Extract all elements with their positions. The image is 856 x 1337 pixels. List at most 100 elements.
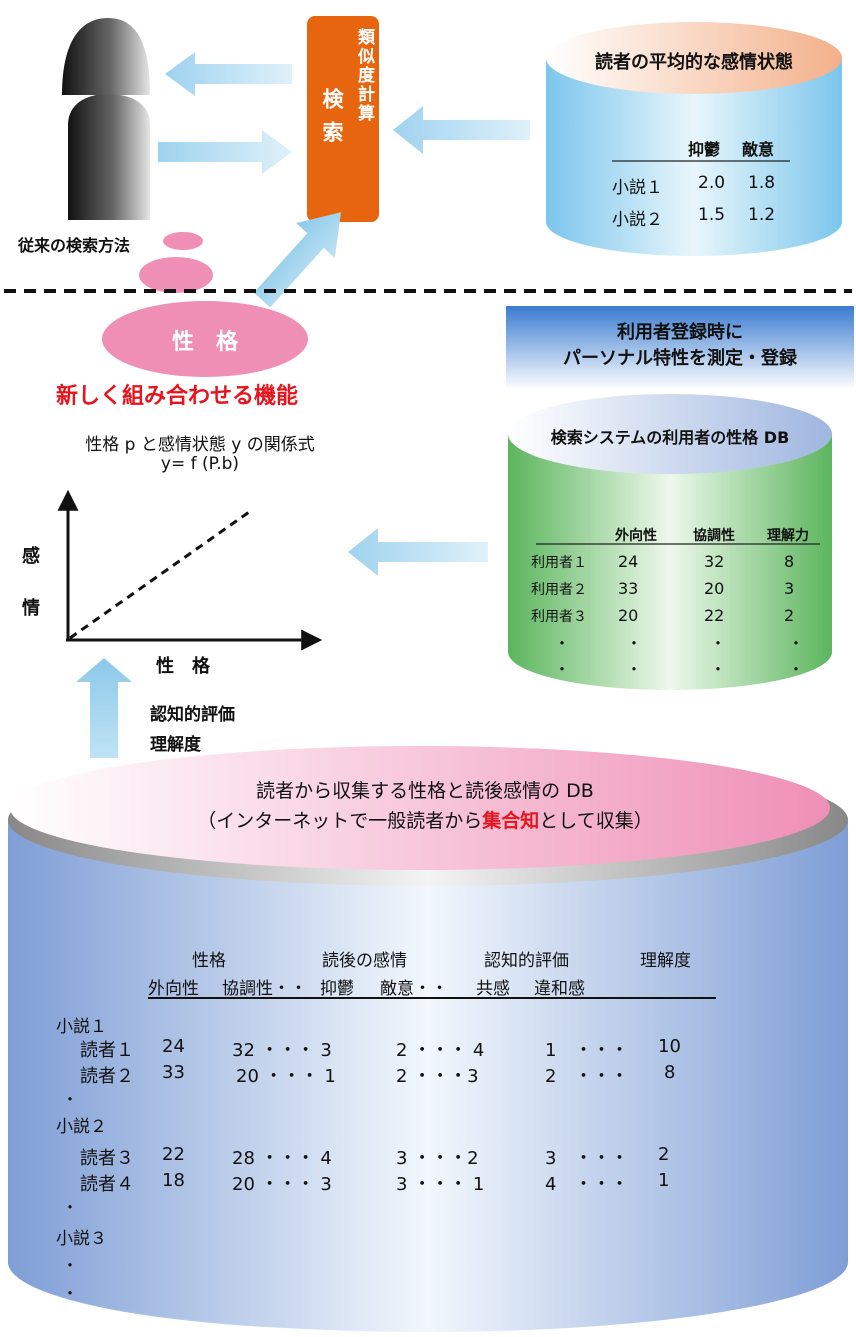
reader-cell: 1 ・・・ (545, 1040, 629, 1061)
sub-header-depression: 抑鬱 (320, 979, 354, 999)
reader-cell: 24 (162, 1036, 185, 1057)
reader-db-title-line1: 読者から収集する性格と読後感情の DB (256, 780, 594, 802)
input-label-understanding: 理解度 (150, 735, 201, 755)
user-db-row-name: 利用者３ (531, 608, 587, 625)
arrow-to-user (165, 52, 292, 96)
reader-cell: 33 (162, 1062, 185, 1083)
personality-label: 性 格 (171, 330, 238, 355)
traditional-search-label: 従来の検索方法 (18, 236, 131, 255)
avg-db-header-depression: 抑鬱 (688, 140, 721, 159)
ellipsis-dot: ・ (62, 1256, 79, 1275)
user-personality-db (508, 394, 832, 690)
user-db-cell: 20 (618, 606, 639, 625)
ellipsis-dot: ・ (710, 660, 727, 679)
user-db-header: 外向性 (615, 528, 657, 544)
formula-line1: 性格 p と感情状態 y の関係式 (85, 435, 315, 455)
reader-db-title-post: として収集） (539, 810, 653, 832)
group-header-cognitive: 認知的評価 (484, 951, 569, 971)
arrow-to-search (158, 130, 292, 174)
user-db-cell: 24 (618, 552, 639, 571)
input-label-cognitive: 認知的評価 (150, 705, 235, 725)
registration-band (506, 306, 854, 390)
thought-bubble-small (163, 232, 203, 250)
user-db-row-name: 利用者２ (531, 581, 587, 598)
novel-name: 小説１ (56, 1017, 107, 1037)
y-axis-label-1: 感 (22, 546, 40, 567)
arrow-from-reader-db (76, 658, 132, 758)
ellipsis-dot: ・ (788, 660, 805, 679)
group-header-personality: 性格 (192, 951, 226, 971)
sub-header-empathy: 共感 (476, 979, 510, 999)
user-db-header: 理解力 (767, 528, 809, 544)
avg-db-cell: 1.5 (698, 205, 726, 225)
user-db-title: 検索システムの利用者の性格 DB (550, 428, 790, 447)
sub-header-discomfort: 違和感 (534, 979, 585, 999)
registration-line1: 利用者登録時に (617, 322, 743, 343)
reader-db-title-pre: （インターネットで一般読者から (197, 810, 483, 832)
user-db-row-name: 利用者１ (531, 554, 587, 571)
avg-db-row-name: 小説２ (612, 210, 663, 230)
user-db-table: 外向性 協調性 理解力 利用者１ 24 32 8 利用者２ 33 20 3 利用… (530, 522, 828, 681)
new-function-title: 新しく組み合わせる機能 (56, 384, 299, 409)
group-header-understanding: 理解度 (640, 951, 691, 971)
user-db-cell: 33 (618, 579, 639, 598)
reader-name: 読者４ (80, 1174, 134, 1195)
x-axis-label: 性 格 (156, 656, 210, 677)
ellipsis-dot: ・ (626, 660, 643, 679)
avg-db-header-hostility: 敵意 (742, 140, 775, 159)
novel-name: 小説２ (56, 1117, 107, 1137)
avg-db-row-name: 小説１ (612, 178, 663, 198)
reader-cell: 3 ・・・ (545, 1148, 629, 1169)
reader-cell: 2 ・・・3 (396, 1066, 479, 1087)
reader-cell: 4 ・・・ (545, 1174, 629, 1195)
avg-emotion-db (546, 22, 842, 256)
ellipsis-dot: ・ (62, 1198, 79, 1217)
reader-cell: 1 (658, 1170, 670, 1191)
ellipsis-dot: ・ (62, 1090, 79, 1109)
avg-db-title: 読者の平均的な感情状態 (595, 52, 793, 73)
arrow-from-avg-db (393, 106, 530, 154)
sub-header-agreeableness: 協調性・・ (222, 979, 307, 999)
ellipsis-dot: ・ (788, 634, 805, 653)
y-axis-label-2: 情 (22, 598, 40, 619)
reader-db (8, 746, 848, 1332)
thought-bubble-medium (139, 257, 213, 293)
user-db-cell: 3 (784, 579, 795, 598)
avg-db-cell: 1.8 (748, 173, 776, 193)
reader-cell: 10 (658, 1036, 681, 1057)
reader-cell: 20 ・・・ 3 (232, 1174, 332, 1195)
search-box (307, 16, 379, 222)
sub-header-extraversion: 外向性 (148, 979, 199, 999)
registration-line2: パーソナル特性を測定・登録 (563, 348, 797, 369)
reader-cell: 28 ・・・ 4 (232, 1148, 332, 1169)
reader-cell: 3 ・・・ 1 (396, 1174, 485, 1195)
novel-name: 小説３ (56, 1229, 107, 1249)
formula-line2: y= f (P.b) (160, 454, 240, 474)
search-label[interactable]: 検索 (320, 88, 344, 154)
reader-cell: 20 ・・・ 1 (236, 1066, 336, 1087)
personality-bubble (102, 301, 308, 377)
reader-cell: 2 ・・・ (545, 1066, 629, 1087)
user-db-header: 協調性 (693, 528, 735, 544)
reader-cell: 2 ・・・ 4 (396, 1040, 485, 1061)
reader-db-title-highlight: 集合知 (482, 810, 540, 832)
ellipsis-dot: ・ (626, 634, 643, 653)
arrow-personality-to-search (253, 212, 341, 308)
reader-cell: 8 (664, 1062, 676, 1083)
arrow-from-user-db (348, 528, 488, 576)
reader-cell: 2 (658, 1144, 670, 1165)
user-db-cell: 22 (704, 606, 725, 625)
reader-name: 読者３ (80, 1148, 134, 1169)
ellipsis-dot: ・ (554, 660, 571, 679)
reader-cell: 22 (162, 1144, 185, 1165)
relation-line (69, 508, 253, 640)
user-db-cell: 32 (704, 552, 725, 571)
reader-cell: 32 ・・・ 3 (232, 1040, 332, 1061)
user-db-cell: 8 (784, 552, 795, 571)
reader-name: 読者２ (80, 1066, 134, 1087)
user-db-cell: 2 (784, 606, 795, 625)
reader-cell: 3 ・・・2 (396, 1148, 479, 1169)
sub-header-hostility: 敵意・・ (380, 979, 448, 999)
person-icon (62, 18, 150, 220)
ellipsis-dot: ・ (710, 634, 727, 653)
